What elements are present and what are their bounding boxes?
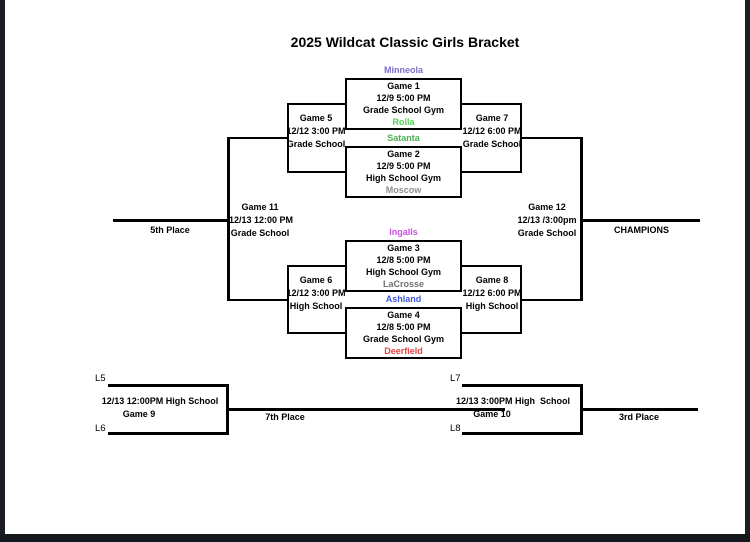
game-label: Game 4 (387, 310, 420, 320)
game-3-box: Game 3 12/8 5:00 PM High School Gym LaCr… (345, 240, 462, 292)
seed-label-l6: L6 (95, 423, 106, 434)
game-2-box: Game 2 12/9 5:00 PM High School Gym Mosc… (345, 146, 462, 198)
page-title: 2025 Wildcat Classic Girls Bracket (290, 34, 520, 50)
team-name-minneola: Minneola (383, 65, 423, 75)
game-datetime: 12/12 3:00 PM (286, 288, 346, 298)
bracket-line (520, 265, 522, 334)
bracket-line (108, 432, 229, 435)
seed-label-l8: L8 (450, 423, 461, 434)
seventh-place-label: 7th Place (265, 412, 305, 422)
game-9-datetime: 12/13 12:00PM High School (101, 396, 219, 406)
game-label: Game 11 (241, 202, 279, 212)
bracket-line (462, 432, 583, 435)
game-datetime: 12/13 /3:00pm (517, 215, 577, 225)
bracket-line (108, 384, 229, 387)
champions-line (583, 219, 700, 222)
bracket-line (460, 171, 522, 173)
champions-label: CHAMPIONS (613, 225, 669, 235)
bracket-line (580, 384, 583, 435)
bracket-line (580, 137, 583, 301)
team-name-ashland: Ashland (385, 294, 422, 304)
team-name-lacrosse: LaCrosse (382, 279, 425, 289)
game-datetime: 12/12 6:00 PM (462, 126, 522, 136)
game-venue: Grade School (286, 139, 346, 149)
game-9-label: Game 9 (122, 409, 156, 419)
game-venue: Grade School (230, 228, 290, 238)
third-place-line (583, 408, 698, 411)
game-venue: Grade School Gym (362, 105, 445, 115)
fifth-place-line (113, 219, 227, 222)
bracket-line (228, 137, 289, 139)
game-datetime: 12/9 5:00 PM (376, 93, 431, 103)
team-name-ingalls: Ingalls (389, 227, 418, 237)
bracket-line (287, 171, 345, 173)
game-venue: High School (289, 301, 343, 311)
game-4-box: Game 4 12/8 5:00 PM Grade School Gym Dee… (345, 307, 462, 359)
bracket-line (227, 137, 230, 301)
game-venue: Grade School Gym (362, 334, 445, 344)
fifth-place-label: 5th Place (150, 225, 190, 235)
page-edge-right (745, 0, 750, 542)
bracket-line (226, 384, 229, 435)
bracket-line (522, 137, 580, 139)
game-venue: High School (465, 301, 519, 311)
game-7-info: Game 7 12/12 6:00 PM Grade School (459, 112, 525, 151)
game-datetime: 12/8 5:00 PM (376, 255, 431, 265)
game-10-datetime: 12/13 3:00PM High School (455, 396, 571, 406)
game-venue: High School Gym (365, 267, 441, 277)
game-6-info: Game 6 12/12 3:00 PM High School (283, 274, 349, 313)
bracket-line (228, 299, 289, 301)
bracket-line (460, 103, 522, 105)
bracket-line (287, 265, 345, 267)
game-label: Game 6 (299, 275, 333, 285)
game-venue: Grade School (462, 139, 522, 149)
bracket-line (460, 332, 522, 334)
game-datetime: 12/12 6:00 PM (462, 288, 522, 298)
seventh-place-line (229, 408, 505, 411)
game-venue: High School Gym (365, 173, 441, 183)
bottom-bar (0, 534, 750, 542)
game-label: Game 1 (387, 81, 420, 91)
game-venue: Grade School (517, 228, 577, 238)
team-name-deerfield: Deerfield (384, 346, 423, 356)
page-edge-left (0, 0, 5, 542)
team-name-rolla: Rolla (392, 117, 415, 127)
game-12-info: Game 12 12/13 /3:00pm Grade School (516, 201, 578, 240)
team-name-moscow: Moscow (385, 185, 422, 195)
seed-label-l7: L7 (450, 373, 461, 384)
game-label: Game 8 (475, 275, 509, 285)
bracket-line (520, 103, 522, 173)
game-label: Game 3 (387, 243, 420, 253)
bracket-line (460, 265, 522, 267)
bracket-line (287, 332, 345, 334)
team-name-satanta: Satanta (387, 133, 420, 143)
game-5-info: Game 5 12/12 3:00 PM Grade School (283, 112, 349, 151)
game-datetime: 12/9 5:00 PM (376, 161, 431, 171)
game-datetime: 12/13 12:00 PM (229, 215, 294, 225)
game-label: Game 7 (475, 113, 509, 123)
game-label: Game 5 (299, 113, 333, 123)
game-label: Game 12 (528, 202, 566, 212)
game-datetime: 12/8 5:00 PM (376, 322, 431, 332)
bracket-line (522, 299, 580, 301)
game-11-info: Game 11 12/13 12:00 PM Grade School (229, 201, 294, 240)
third-place-label: 3rd Place (618, 412, 660, 422)
game-10-label: Game 10 (473, 409, 511, 419)
bracket-line (287, 103, 345, 105)
game-datetime: 12/12 3:00 PM (286, 126, 346, 136)
bracket-line (462, 384, 583, 387)
seed-label-l5: L5 (95, 373, 106, 384)
game-8-info: Game 8 12/12 6:00 PM High School (459, 274, 525, 313)
game-label: Game 2 (387, 149, 420, 159)
game-1-box: Game 1 12/9 5:00 PM Grade School Gym Rol… (345, 78, 462, 130)
